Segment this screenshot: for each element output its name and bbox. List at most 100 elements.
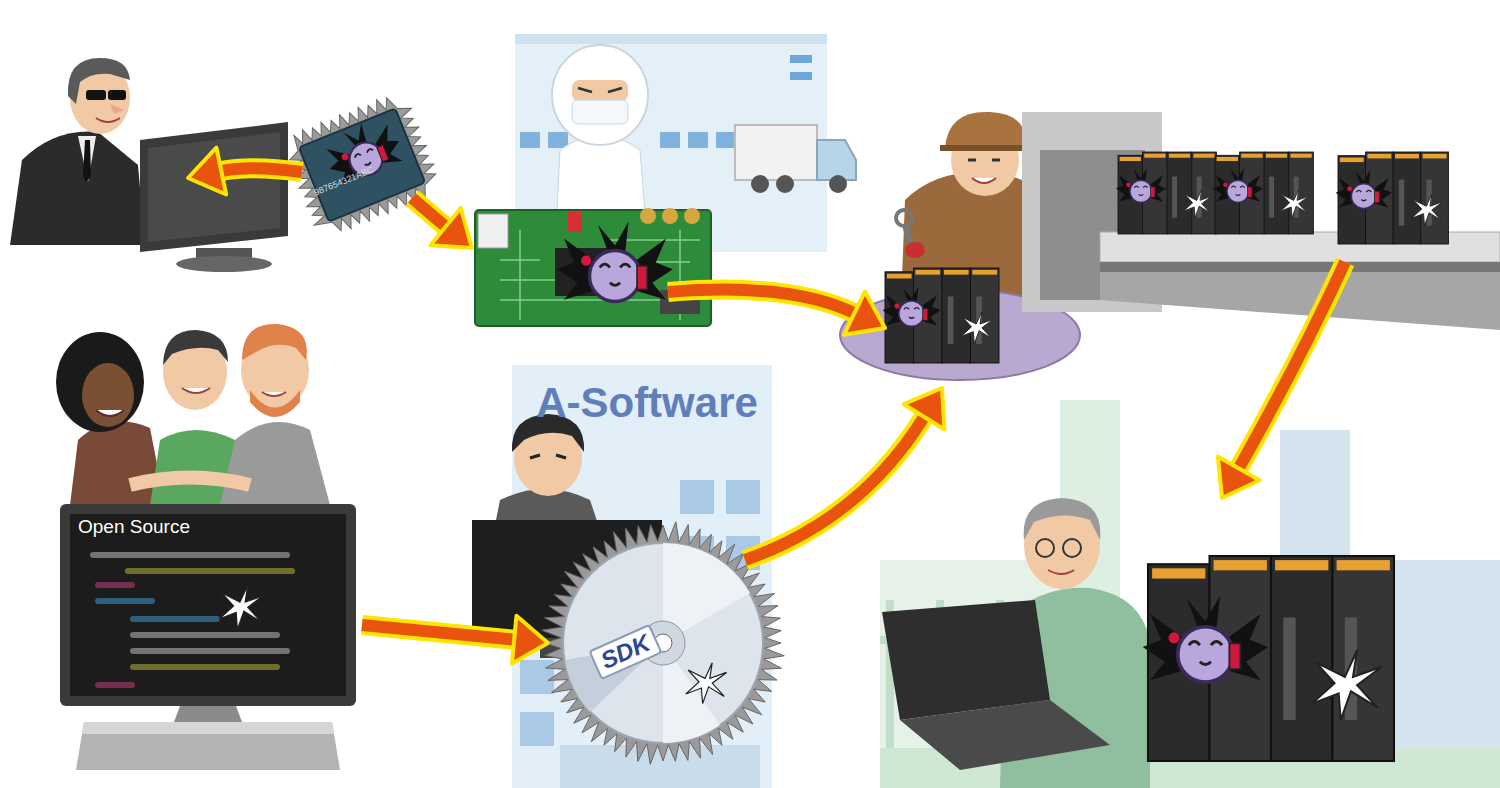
hacker-part: [83, 140, 91, 182]
platform-part: [883, 268, 999, 363]
chip-part: [299, 108, 425, 221]
chip-spikes: [279, 89, 444, 241]
cleanroom-worker-part: [578, 88, 622, 92]
assembly-worker-part: [968, 159, 1000, 162]
open-source-monitor-part: [130, 616, 220, 622]
board-to-plc-arrow-head: [844, 292, 885, 335]
chip-to-hacker-arrow-shaft: [221, 168, 302, 172]
open-source-community-part: [182, 388, 210, 393]
cleanroom-worker-part: [572, 100, 628, 124]
engineer-part: [1048, 570, 1074, 574]
circuit-board-part: [684, 208, 700, 224]
open-source-monitor: [60, 504, 356, 770]
connector-shaft: [362, 625, 514, 640]
chip-to-hacker-arrow: [188, 148, 302, 195]
factory-building-part: [548, 132, 568, 148]
hacker: [10, 58, 162, 245]
disc-to-plc-arrow: [745, 388, 944, 560]
factory-building-part: [688, 132, 708, 148]
factory-building-part: [515, 34, 827, 44]
open-source-community-part: [220, 422, 330, 505]
open-source-monitor-part: [82, 722, 334, 734]
open-source-community-part: [96, 410, 124, 416]
disc-to-plc-arrow-outline: [745, 417, 924, 560]
circuit-board: [475, 208, 711, 326]
hacker-monitor: [140, 122, 288, 272]
engineer-part: [1063, 539, 1081, 557]
conveyor-machine: [1022, 112, 1500, 330]
hacker-part: [108, 90, 126, 100]
assembly-worker-part: [940, 145, 1030, 151]
hacker-part: [86, 90, 106, 100]
factory-building-part: [716, 132, 736, 148]
chip-to-board-arrow-head: [430, 208, 472, 248]
conveyor-machine-part: [1100, 262, 1500, 330]
cleanroom-worker-part: [552, 45, 648, 145]
laptop: [882, 600, 1110, 770]
sdk-disc-part: [686, 663, 727, 704]
open-source-community-part: [56, 332, 144, 432]
chip-part: [279, 89, 444, 241]
software-building-part: [680, 480, 714, 514]
assembly-worker-part: [896, 210, 912, 226]
truck: [735, 125, 856, 193]
circuit-board-part: [640, 208, 656, 224]
board-to-plc-arrow-shaft: [668, 290, 854, 314]
connector-outline: [362, 625, 514, 640]
circuit-board-part: [475, 210, 711, 326]
open-source-monitor-part: [219, 585, 263, 629]
hacker-monitor-part: [140, 122, 288, 252]
hacker-part: [68, 58, 130, 104]
open-source-monitor-part: [130, 632, 280, 638]
open-source-monitor-part: [95, 598, 155, 604]
conveyor-to-plant-arrow-outline: [1239, 262, 1345, 468]
sdk-disc-part: [563, 543, 763, 743]
node-text: SDK: [588, 624, 662, 680]
conveyor-machine-part: [1213, 152, 1314, 234]
conveyor-machine-part: [1336, 152, 1449, 244]
circuit-board-part: [557, 222, 673, 302]
open-source-community: [56, 324, 330, 505]
conveyor-to-plant-arrow-head: [1218, 457, 1260, 498]
truck-part: [829, 175, 847, 193]
flow-arrows: [188, 148, 1345, 560]
plant-background: [880, 400, 1500, 788]
building-node: A-Software: [510, 365, 784, 788]
hacker-part: [78, 136, 96, 182]
laptop-part: [900, 700, 1110, 770]
circuit-board-part: [478, 214, 508, 248]
open-source-monitor-part: [125, 568, 295, 574]
chip-to-hacker-arrow-outline: [221, 168, 302, 172]
open-source-monitor-part: [70, 514, 346, 696]
conveyor-to-plant-arrow: [1218, 262, 1345, 498]
software-building-part: [726, 480, 760, 514]
plc-rack-part: [1143, 556, 1394, 761]
open-source-community-part: [82, 363, 134, 427]
open-source-community-part: [70, 421, 165, 505]
hacker-part: [96, 118, 120, 122]
assembly-worker-part: [945, 112, 1026, 148]
plc-rack: [1143, 556, 1394, 761]
hacker-part: [110, 104, 124, 114]
truck-part: [735, 125, 817, 180]
chip-to-board-arrow-shaft: [412, 198, 446, 227]
engineer-part: [1024, 498, 1101, 540]
factory-building-part: [660, 132, 680, 148]
open-source-community-part: [163, 330, 228, 365]
assembly-worker-part: [905, 242, 925, 258]
factory-building-part: [520, 132, 540, 148]
disc-node: SDK: [548, 528, 778, 758]
disc-to-plc-arrow-head: [904, 388, 945, 430]
conveyor-to-plant-arrow-shaft: [1239, 262, 1345, 468]
open-source-monitor-part: [76, 722, 340, 770]
conveyor-machine-part: [1116, 152, 1217, 234]
board-to-plc-arrow-outline: [668, 290, 854, 314]
chip-to-board-arrow: [412, 198, 472, 248]
open-source-community-part: [262, 392, 286, 396]
flow-connector: [362, 616, 548, 664]
circuit-board-part: [568, 212, 582, 232]
factory-building-part: [790, 55, 812, 63]
screen-node: Open Source: [62, 506, 362, 698]
truck-part: [776, 175, 794, 193]
